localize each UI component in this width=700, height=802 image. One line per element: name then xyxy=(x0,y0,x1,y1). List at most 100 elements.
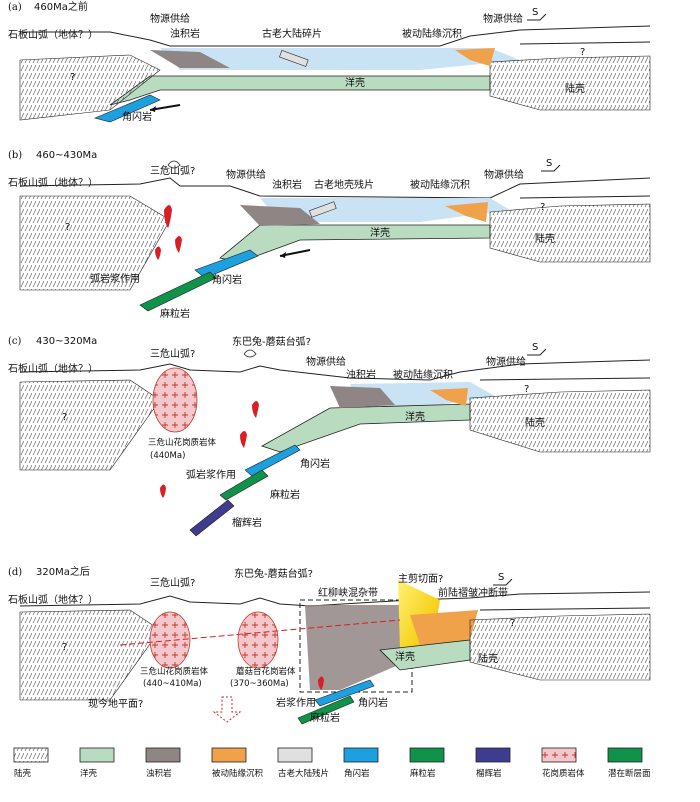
legend-swatch xyxy=(475,747,511,763)
legend-swatch xyxy=(145,747,181,763)
amphibolite xyxy=(94,94,161,123)
svg-text:弧岩浆作用: 弧岩浆作用 xyxy=(90,272,140,285)
svg-text:物源供给: 物源供给 xyxy=(484,168,524,181)
passive-margin xyxy=(455,48,495,66)
svg-text:榴辉岩: 榴辉岩 xyxy=(232,516,262,529)
panel-d: (d) 320Ma之后 石板山弧（地体？） 三危山弧? 东巴兔-蘑菇台弧? 红柳… xyxy=(8,565,651,725)
granite-pluton-moguta xyxy=(237,611,279,669)
svg-text:(370~360Ma): (370~360Ma) xyxy=(230,679,289,689)
ocean-crust xyxy=(109,75,491,106)
svg-text:?: ? xyxy=(510,618,515,629)
svg-text:陆壳: 陆壳 xyxy=(535,232,555,245)
arc-volcano xyxy=(167,160,181,169)
svg-text:(440Ma): (440Ma) xyxy=(150,451,185,461)
continental-crust-right xyxy=(489,203,651,263)
panel-a: (a) 460Ma之前 石板山弧（地体？） 物源供给 浊积岩 古老大陆碎片 被动… xyxy=(8,0,651,123)
svg-text:?: ? xyxy=(62,412,67,423)
svg-text:麻粒岩: 麻粒岩 xyxy=(270,488,300,501)
panel-age: 320Ma之后 xyxy=(36,565,90,578)
legend-swatch xyxy=(13,747,49,763)
svg-text:?: ? xyxy=(70,72,75,83)
label-passive: 被动陆缘沉积 xyxy=(402,27,462,40)
svg-text:三危山花岗质岩体: 三危山花岗质岩体 xyxy=(148,437,217,448)
legend-swatch xyxy=(343,747,379,763)
legend-label: 花岗质岩体 xyxy=(542,768,585,779)
svg-text:S: S xyxy=(546,158,552,169)
ocean-water xyxy=(260,198,510,222)
legend-label: 麻粒岩 xyxy=(410,768,436,779)
svg-text:红柳峡混杂带: 红柳峡混杂带 xyxy=(318,586,378,599)
svg-text:S: S xyxy=(532,7,538,18)
continent-fragment xyxy=(309,201,337,218)
svg-text:?: ? xyxy=(524,384,529,395)
granite-pluton-sanweishan xyxy=(149,611,191,669)
legend: 陆壳洋壳浊积岩被动陆缘沉积古老大陆残片角闪岩麻粒岩榴辉岩花岗质岩体潜在断层面 xyxy=(13,747,651,779)
continental-crust-left xyxy=(19,379,161,471)
continental-crust-left xyxy=(19,609,161,701)
svg-text:浊积岩: 浊积岩 xyxy=(346,368,376,381)
passive-margin xyxy=(430,388,468,406)
arc-label: 石板山弧（地体？） xyxy=(8,593,98,606)
panel-age: 460~430Ma xyxy=(36,150,97,161)
svg-text:?: ? xyxy=(65,222,70,233)
svg-text:麻粒岩: 麻粒岩 xyxy=(310,711,340,724)
svg-text:被动陆缘沉积: 被动陆缘沉积 xyxy=(393,368,453,381)
legend-label: 榴辉岩 xyxy=(476,768,502,779)
svg-text:洋壳: 洋壳 xyxy=(405,410,425,423)
legend-swatch xyxy=(211,747,247,763)
svg-text:陆壳: 陆壳 xyxy=(525,416,545,429)
svg-text:麻粒岩: 麻粒岩 xyxy=(160,307,190,320)
svg-text:被动陆缘沉积: 被动陆缘沉积 xyxy=(410,178,470,191)
continental-crust-right xyxy=(469,613,651,681)
turbidite xyxy=(150,50,230,68)
uplift-arrow xyxy=(212,696,242,723)
svg-text:物源供给: 物源供给 xyxy=(226,168,266,181)
legend-label: 古老大陆残片 xyxy=(278,768,329,779)
present-ground-level xyxy=(119,619,401,646)
label-turbidite: 浊积岩 xyxy=(170,27,200,40)
panel-letter: (d) xyxy=(8,567,22,578)
ocean-crust xyxy=(261,403,471,453)
panel-c: (c) 430~320Ma 石板山弧（地体？） 三危山弧? 东巴兔-蘑菇台弧? … xyxy=(8,335,651,537)
svg-text:弧岩浆作用: 弧岩浆作用 xyxy=(186,468,236,481)
legend-label: 陆壳 xyxy=(14,768,32,779)
panel-age: 460Ma之前 xyxy=(34,0,88,13)
legend-swatch xyxy=(607,747,643,763)
legend-swatch xyxy=(277,747,313,763)
svg-text:三危山弧?: 三危山弧? xyxy=(150,347,195,360)
svg-text:角闪岩: 角闪岩 xyxy=(212,273,242,286)
continent-fragment xyxy=(279,50,309,67)
passive-margin xyxy=(410,610,478,645)
svg-text:物源供给: 物源供给 xyxy=(306,355,346,368)
svg-text:三危山弧?: 三危山弧? xyxy=(150,576,195,589)
svg-text:三危山花岗质岩体: 三危山花岗质岩体 xyxy=(140,666,209,677)
granulite xyxy=(219,469,269,501)
svg-text:角闪岩: 角闪岩 xyxy=(358,696,388,709)
passive-margin xyxy=(445,202,488,222)
eclogite xyxy=(189,499,235,537)
svg-text:现今地平面?: 现今地平面? xyxy=(88,697,143,710)
svg-text:东巴兔-蘑菇台弧?: 东巴兔-蘑菇台弧? xyxy=(232,335,311,348)
continental-crust-left xyxy=(19,195,171,291)
magma-blob xyxy=(164,205,172,228)
label-ocean: 洋壳 xyxy=(345,76,365,89)
svg-text:S: S xyxy=(498,572,504,583)
surface-line xyxy=(20,25,651,47)
amphibolite xyxy=(244,444,301,477)
svg-text:浊积岩: 浊积岩 xyxy=(272,178,302,191)
svg-text:主剪切面?: 主剪切面? xyxy=(398,572,443,585)
ocean-crust xyxy=(219,224,491,263)
label-fragment: 古老大陆碎片 xyxy=(262,27,322,40)
svg-text:洋壳: 洋壳 xyxy=(395,650,415,663)
panel-b: (b) 460~430Ma 石板山弧（地体？） 三危山弧? 物源供给 浊积岩 古… xyxy=(8,150,651,320)
legend-swatch xyxy=(541,747,577,763)
legend-label: 被动陆缘沉积 xyxy=(212,768,264,779)
label-amph: 角闪岩 xyxy=(122,110,152,123)
svg-text:角闪岩: 角闪岩 xyxy=(300,457,330,470)
legend-label: 潜在断层面 xyxy=(608,768,651,779)
svg-text:S: S xyxy=(532,342,538,353)
magma-blob xyxy=(252,401,259,418)
continental-crust-right xyxy=(489,55,651,111)
svg-text:(440~410Ma): (440~410Ma) xyxy=(143,679,202,689)
